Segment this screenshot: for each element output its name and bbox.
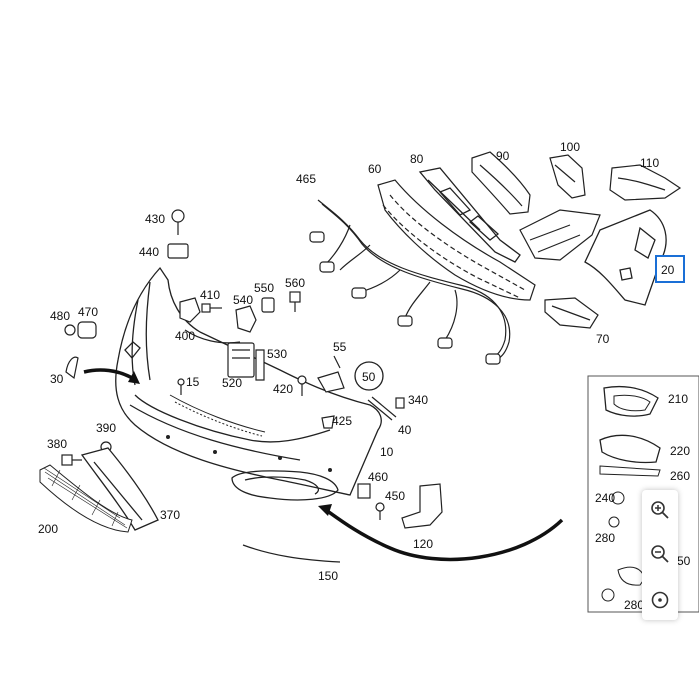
zoom-out-icon bbox=[651, 545, 669, 563]
side-guide-part-20 bbox=[584, 209, 667, 306]
bolt-380 bbox=[61, 454, 82, 466]
air-duct-part bbox=[471, 151, 531, 215]
label-370: 370 bbox=[160, 508, 180, 522]
label-520: 520 bbox=[222, 376, 242, 390]
label-530: 530 bbox=[267, 347, 287, 361]
label-80: 80 bbox=[410, 152, 424, 166]
label-55: 55 bbox=[333, 340, 347, 354]
harness-connectors bbox=[309, 231, 501, 365]
label-280-upper: 280 bbox=[595, 531, 615, 545]
callout-circle-50 bbox=[354, 361, 384, 391]
label-430: 430 bbox=[145, 212, 165, 226]
callout-50-text: 50 bbox=[362, 370, 376, 384]
bracket-55 bbox=[317, 355, 345, 393]
bracket-400 bbox=[179, 297, 201, 323]
zoom-in-button[interactable] bbox=[642, 494, 678, 526]
label-380: 380 bbox=[47, 437, 67, 451]
label-90: 90 bbox=[496, 149, 510, 163]
label-60: 60 bbox=[368, 162, 382, 176]
label-425: 425 bbox=[332, 414, 352, 428]
label-390: 390 bbox=[96, 421, 116, 435]
screw-430 bbox=[171, 209, 185, 235]
arrowhead-left bbox=[128, 371, 140, 384]
label-470: 470 bbox=[78, 305, 98, 319]
arrow-bottom bbox=[324, 508, 564, 562]
label-220: 220 bbox=[670, 444, 690, 458]
air-guide-part-110 bbox=[609, 164, 682, 201]
bolt-340 bbox=[395, 397, 405, 409]
label-560: 560 bbox=[285, 276, 305, 290]
label-110: 110 bbox=[640, 156, 659, 170]
sensor-470 bbox=[77, 321, 97, 339]
zoom-controls bbox=[642, 490, 678, 620]
bumper-carrier-part bbox=[418, 167, 521, 263]
label-440: 440 bbox=[139, 245, 159, 259]
bracket-set-upper bbox=[519, 209, 601, 261]
label-460: 460 bbox=[368, 470, 388, 484]
cover-30 bbox=[65, 356, 79, 380]
bracket-120 bbox=[401, 483, 443, 529]
impact-absorber-part bbox=[377, 179, 536, 301]
label-550: 550 bbox=[254, 281, 274, 295]
label-450: 450 bbox=[385, 489, 405, 503]
label-120: 120 bbox=[413, 537, 433, 551]
label-210: 210 bbox=[668, 392, 688, 406]
bolt-420 bbox=[297, 375, 307, 396]
bracket-540 bbox=[235, 305, 257, 333]
bumper-cover-part bbox=[115, 266, 382, 501]
label-100: 100 bbox=[560, 140, 580, 154]
label-400: 400 bbox=[175, 329, 195, 343]
clip-425 bbox=[321, 415, 335, 429]
label-280-lower: 280 bbox=[624, 598, 644, 612]
grille-200 bbox=[39, 464, 133, 533]
reset-icon bbox=[651, 591, 669, 609]
bracket-530 bbox=[255, 349, 265, 381]
strip-40 bbox=[367, 396, 397, 421]
reset-zoom-button[interactable] bbox=[642, 584, 678, 616]
bolt-15 bbox=[177, 378, 185, 395]
label-40: 40 bbox=[398, 423, 412, 437]
callout-20-text: 20 bbox=[661, 263, 675, 277]
label-480: 480 bbox=[50, 309, 70, 323]
label-30: 30 bbox=[50, 372, 64, 386]
label-410: 410 bbox=[200, 288, 220, 302]
bumper-lower-grille-strip bbox=[169, 394, 266, 437]
headlamp-washer-460 bbox=[357, 483, 371, 499]
label-15: 15 bbox=[186, 375, 200, 389]
zoom-out-button[interactable] bbox=[642, 538, 678, 570]
label-340: 340 bbox=[408, 393, 428, 407]
label-10: 10 bbox=[380, 445, 394, 459]
clip-550 bbox=[261, 297, 275, 313]
bolt-410 bbox=[201, 303, 222, 313]
part-labels: 465 60 80 90 100 110 430 440 410 550 560… bbox=[38, 140, 691, 612]
label-240: 240 bbox=[595, 491, 615, 505]
bracket-part-70 bbox=[544, 297, 599, 329]
label-465: 465 bbox=[296, 172, 316, 186]
bolt-450 bbox=[375, 502, 385, 520]
sensor-holes bbox=[166, 435, 332, 472]
arrowhead-bottom bbox=[318, 504, 332, 516]
callout-box-20[interactable] bbox=[655, 255, 685, 283]
label-420: 420 bbox=[273, 382, 293, 396]
trim-150 bbox=[242, 544, 341, 563]
label-150: 150 bbox=[318, 569, 338, 583]
control-unit-520 bbox=[227, 342, 255, 378]
label-200: 200 bbox=[38, 522, 58, 536]
label-260: 260 bbox=[670, 469, 690, 483]
bracket-part-100 bbox=[549, 154, 586, 199]
label-50-side: 50 bbox=[677, 554, 691, 568]
arrow-left bbox=[83, 368, 133, 380]
sensor-480 bbox=[64, 324, 76, 336]
label-540: 540 bbox=[233, 293, 253, 307]
license-plate-370 bbox=[80, 447, 159, 531]
grille-200-mesh bbox=[43, 467, 128, 529]
label-70: 70 bbox=[596, 332, 610, 346]
clip-440 bbox=[167, 243, 189, 259]
zoom-in-icon bbox=[651, 501, 669, 519]
bolt-560 bbox=[289, 291, 301, 312]
